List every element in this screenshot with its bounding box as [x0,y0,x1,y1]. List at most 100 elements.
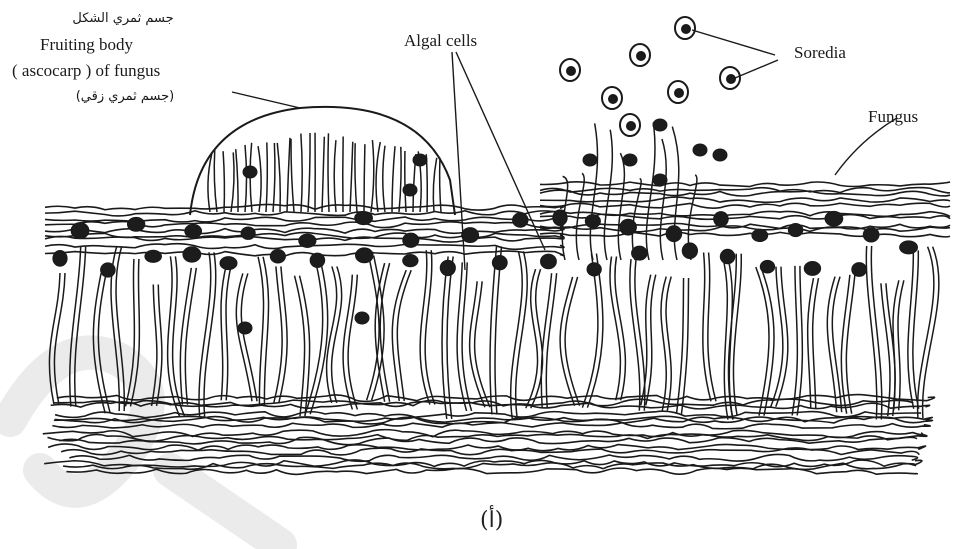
ascus [301,134,302,212]
ascus [258,146,261,212]
algal-cell [101,263,116,277]
hypha-upper [45,222,564,229]
ascus [355,143,357,212]
upper-cortex-layer [45,182,950,256]
ascus [287,138,290,212]
ascus [433,158,436,212]
algal-cell [653,174,667,186]
algal-cell [713,149,727,161]
algal-cell [220,257,237,270]
hypha-vertical [279,266,287,402]
soredia-group [560,17,740,136]
hypha-vertical [226,263,232,400]
hypha-upper [540,232,950,237]
figure-mark: (أ) [480,508,503,533]
algal-cell [53,251,67,267]
algal-cell [720,249,735,264]
leader-algal-cells-2 [456,52,545,250]
hypha-vertical [343,275,352,410]
hypha-vertical [495,246,501,414]
ascus [364,144,365,212]
hypha-upper [45,204,564,210]
leader-fruiting-body [232,92,300,108]
algal-cell [241,227,255,239]
algal-cell [587,263,601,276]
hypha-vertical [666,277,671,411]
algal-cell [492,256,507,270]
hypha-vertical [263,257,268,407]
algal-cell [462,228,479,243]
ascus [308,133,310,212]
algal-cells-group [53,119,918,334]
hypha-vertical [511,251,523,419]
soredium-alga [675,89,683,97]
hypha-upper [540,182,950,187]
algal-cell [413,154,427,166]
ascus [392,146,395,212]
algal-cell [553,210,567,226]
hypha-vertical [618,153,624,260]
soredium [675,17,695,39]
hypha-lower [52,423,930,429]
ascus [245,145,247,212]
hypha-vertical [475,281,490,407]
hypha-vertical [771,267,783,407]
algal-cell [513,213,528,227]
hypha-vertical [199,252,211,417]
leader-soredia-1 [692,30,775,55]
algal-cell [653,119,667,131]
soredium [668,81,688,103]
hypha-vertical [733,254,741,416]
ascus [334,140,336,212]
hypha-vertical [54,273,65,404]
hypha-upper [540,203,950,208]
algal-cell [863,228,879,242]
soredium [620,114,640,136]
ascus [231,152,234,212]
algal-cell [440,260,455,275]
hypha-vertical [813,278,819,408]
algal-cell [752,229,768,241]
soredium-alga [637,52,645,60]
ascus [322,137,324,212]
algal-cell [714,212,729,227]
algal-cell [310,253,325,267]
hypha-vertical [676,278,683,414]
algal-cell [693,144,707,156]
ascus [214,150,217,212]
hypha-vertical [661,277,666,411]
hypha-vertical [274,266,282,402]
ascus [399,147,401,212]
algal-cell [682,243,697,259]
soredium [560,59,580,81]
algal-cell [623,154,637,166]
hypha-upper [45,251,564,256]
ascus [328,133,329,212]
hypha-vertical [447,256,453,418]
algal-cell [403,255,418,267]
algal-cell [185,224,202,238]
algal-cell [583,154,597,166]
algal-cell [585,215,600,228]
algal-cell [238,322,252,334]
algal-cell [804,262,820,276]
ascus [383,146,385,212]
algal-cell [145,250,162,262]
ascus [405,151,406,212]
hypha-vertical [832,277,841,413]
hypha-lower [69,454,917,461]
label-fruiting-body-arabic-2: (جسم ثمري زقي) [60,90,190,103]
hypha-vertical [908,250,914,408]
ascus [208,154,212,212]
hypha-vertical [546,273,556,408]
algal-cell [270,249,285,263]
algal-cell [852,263,867,277]
algal-cell [355,211,373,224]
ascus [236,149,238,212]
ascus [277,143,280,212]
algal-cell [183,247,201,262]
hypha-vertical [295,276,305,416]
algal-cell [243,166,257,178]
label-fruiting-body-arabic: جسم ثمري الشكل [58,12,188,25]
